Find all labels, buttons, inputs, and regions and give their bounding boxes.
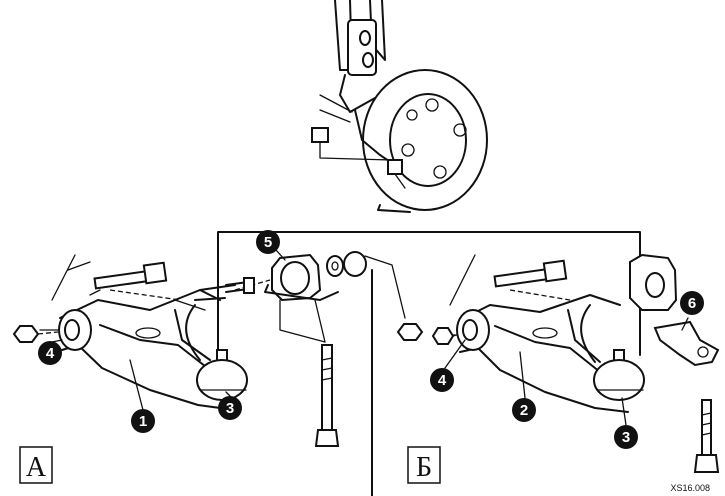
svg-text:3: 3 xyxy=(622,429,630,446)
svg-text:1: 1 xyxy=(139,413,147,430)
svg-text:5: 5 xyxy=(264,234,272,251)
svg-text:6: 6 xyxy=(688,295,696,312)
panel-a-lower-arm xyxy=(12,254,271,411)
panel-label-b: Б xyxy=(407,446,441,484)
svg-text:Б: Б xyxy=(416,452,432,483)
panel-b-lower-arm xyxy=(431,253,720,473)
svg-text:3: 3 xyxy=(226,400,234,417)
strut-and-hub-assembly xyxy=(311,0,488,213)
bushing-assembly xyxy=(264,251,424,496)
svg-text:А: А xyxy=(26,452,47,483)
arm-bolt-b xyxy=(493,259,568,288)
bushing-b xyxy=(629,253,678,311)
nut-a xyxy=(12,325,59,343)
svg-text:4: 4 xyxy=(438,372,447,389)
callout-6: 6 xyxy=(680,291,704,331)
long-bolt xyxy=(314,344,340,447)
small-bolt-a xyxy=(225,277,255,294)
figure-code: XS16.008 xyxy=(670,483,710,493)
arm-bolt-a xyxy=(89,261,168,296)
ball-joint-b xyxy=(593,349,645,401)
callout-2: 2 xyxy=(512,351,536,422)
nut-b xyxy=(431,327,461,345)
clamp-bracket xyxy=(653,320,720,367)
svg-text:4: 4 xyxy=(46,345,55,362)
nut-middle xyxy=(396,323,424,341)
callout-4-a: 4 xyxy=(38,339,63,365)
callout-5: 5 xyxy=(256,230,286,261)
callout-3-b: 3 xyxy=(614,397,638,449)
bolt-b xyxy=(693,399,720,473)
callout-4-b: 4 xyxy=(430,339,466,392)
callout-1: 1 xyxy=(129,359,155,433)
ball-joint-a xyxy=(196,349,248,401)
svg-text:2: 2 xyxy=(520,402,528,419)
panel-label-a: А xyxy=(19,446,53,484)
callout-3-a: 3 xyxy=(218,391,242,420)
